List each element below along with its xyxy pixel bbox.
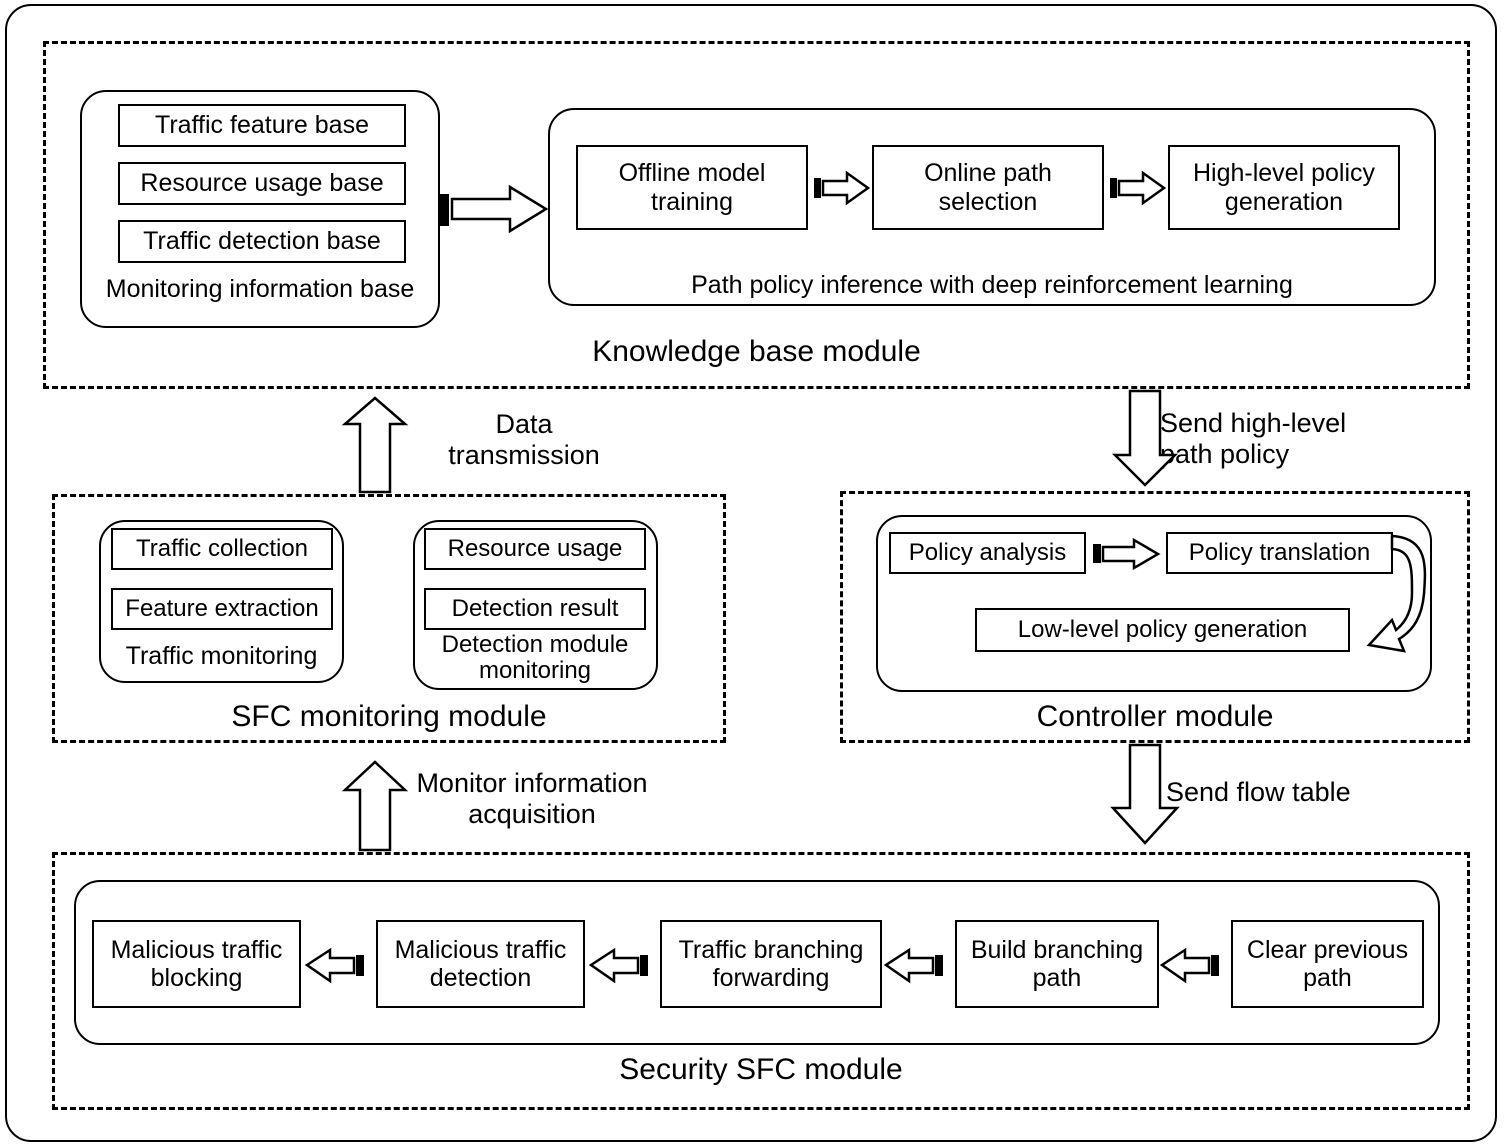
connector-label-monitor-information-acquisition: Monitor information acquisition: [416, 768, 648, 830]
node-malicious-traffic-blocking[interactable]: Malicious traffic blocking: [92, 920, 301, 1008]
node-low-level-policy-generation[interactable]: Low-level policy generation: [975, 608, 1350, 652]
node-policy-analysis[interactable]: Policy analysis: [889, 532, 1086, 574]
node-traffic-collection[interactable]: Traffic collection: [111, 528, 333, 570]
node-malicious-traffic-detection[interactable]: Malicious traffic detection: [376, 920, 585, 1008]
node-resource-usage-base[interactable]: Resource usage base: [118, 162, 406, 205]
module-sfc-monitoring: [52, 494, 726, 743]
node-detection-result[interactable]: Detection result: [424, 588, 646, 630]
node-build-branching-path[interactable]: Build branching path: [955, 920, 1159, 1008]
arrow-data-transmission: [341, 396, 409, 494]
node-traffic-detection-base[interactable]: Traffic detection base: [118, 220, 406, 263]
module-security-sfc: [52, 852, 1470, 1110]
connector-label-send-high-level-path-policy: Send high-level path policy: [1160, 408, 1347, 470]
label-path-policy-inference: Path policy inference with deep reinforc…: [691, 271, 1293, 299]
node-offline-model-training[interactable]: Offline model training: [576, 145, 808, 230]
node-online-path-selection[interactable]: Online path selection: [872, 145, 1104, 230]
node-traffic-feature-base[interactable]: Traffic feature base: [118, 104, 406, 147]
connector-label-data-transmission: Data transmission: [448, 409, 600, 471]
label-detection-module-monitoring: Detection module monitoring: [441, 631, 629, 685]
node-feature-extraction[interactable]: Feature extraction: [111, 588, 333, 630]
label-traffic-monitoring: Traffic monitoring: [125, 642, 318, 670]
title-controller-module: Controller module: [1036, 700, 1274, 733]
label-monitoring-information-base: Monitoring information base: [105, 275, 415, 303]
node-high-level-policy-generation[interactable]: High-level policy generation: [1168, 145, 1400, 230]
title-sfc-monitoring-module: SFC monitoring module: [231, 700, 547, 733]
module-knowledge-base: [43, 41, 1470, 389]
title-security-sfc-module: Security SFC module: [619, 1053, 903, 1086]
title-knowledge-base-module: Knowledge base module: [592, 335, 921, 368]
connector-label-send-flow-table: Send flow table: [1166, 777, 1351, 807]
node-policy-translation[interactable]: Policy translation: [1166, 532, 1393, 574]
module-controller: [840, 491, 1470, 743]
arrow-monitor-information-acquisition: [341, 760, 409, 852]
node-traffic-branching-forwarding[interactable]: Traffic branching forwarding: [660, 920, 882, 1008]
node-clear-previous-path[interactable]: Clear previous path: [1231, 920, 1424, 1008]
node-resource-usage[interactable]: Resource usage: [424, 528, 646, 570]
